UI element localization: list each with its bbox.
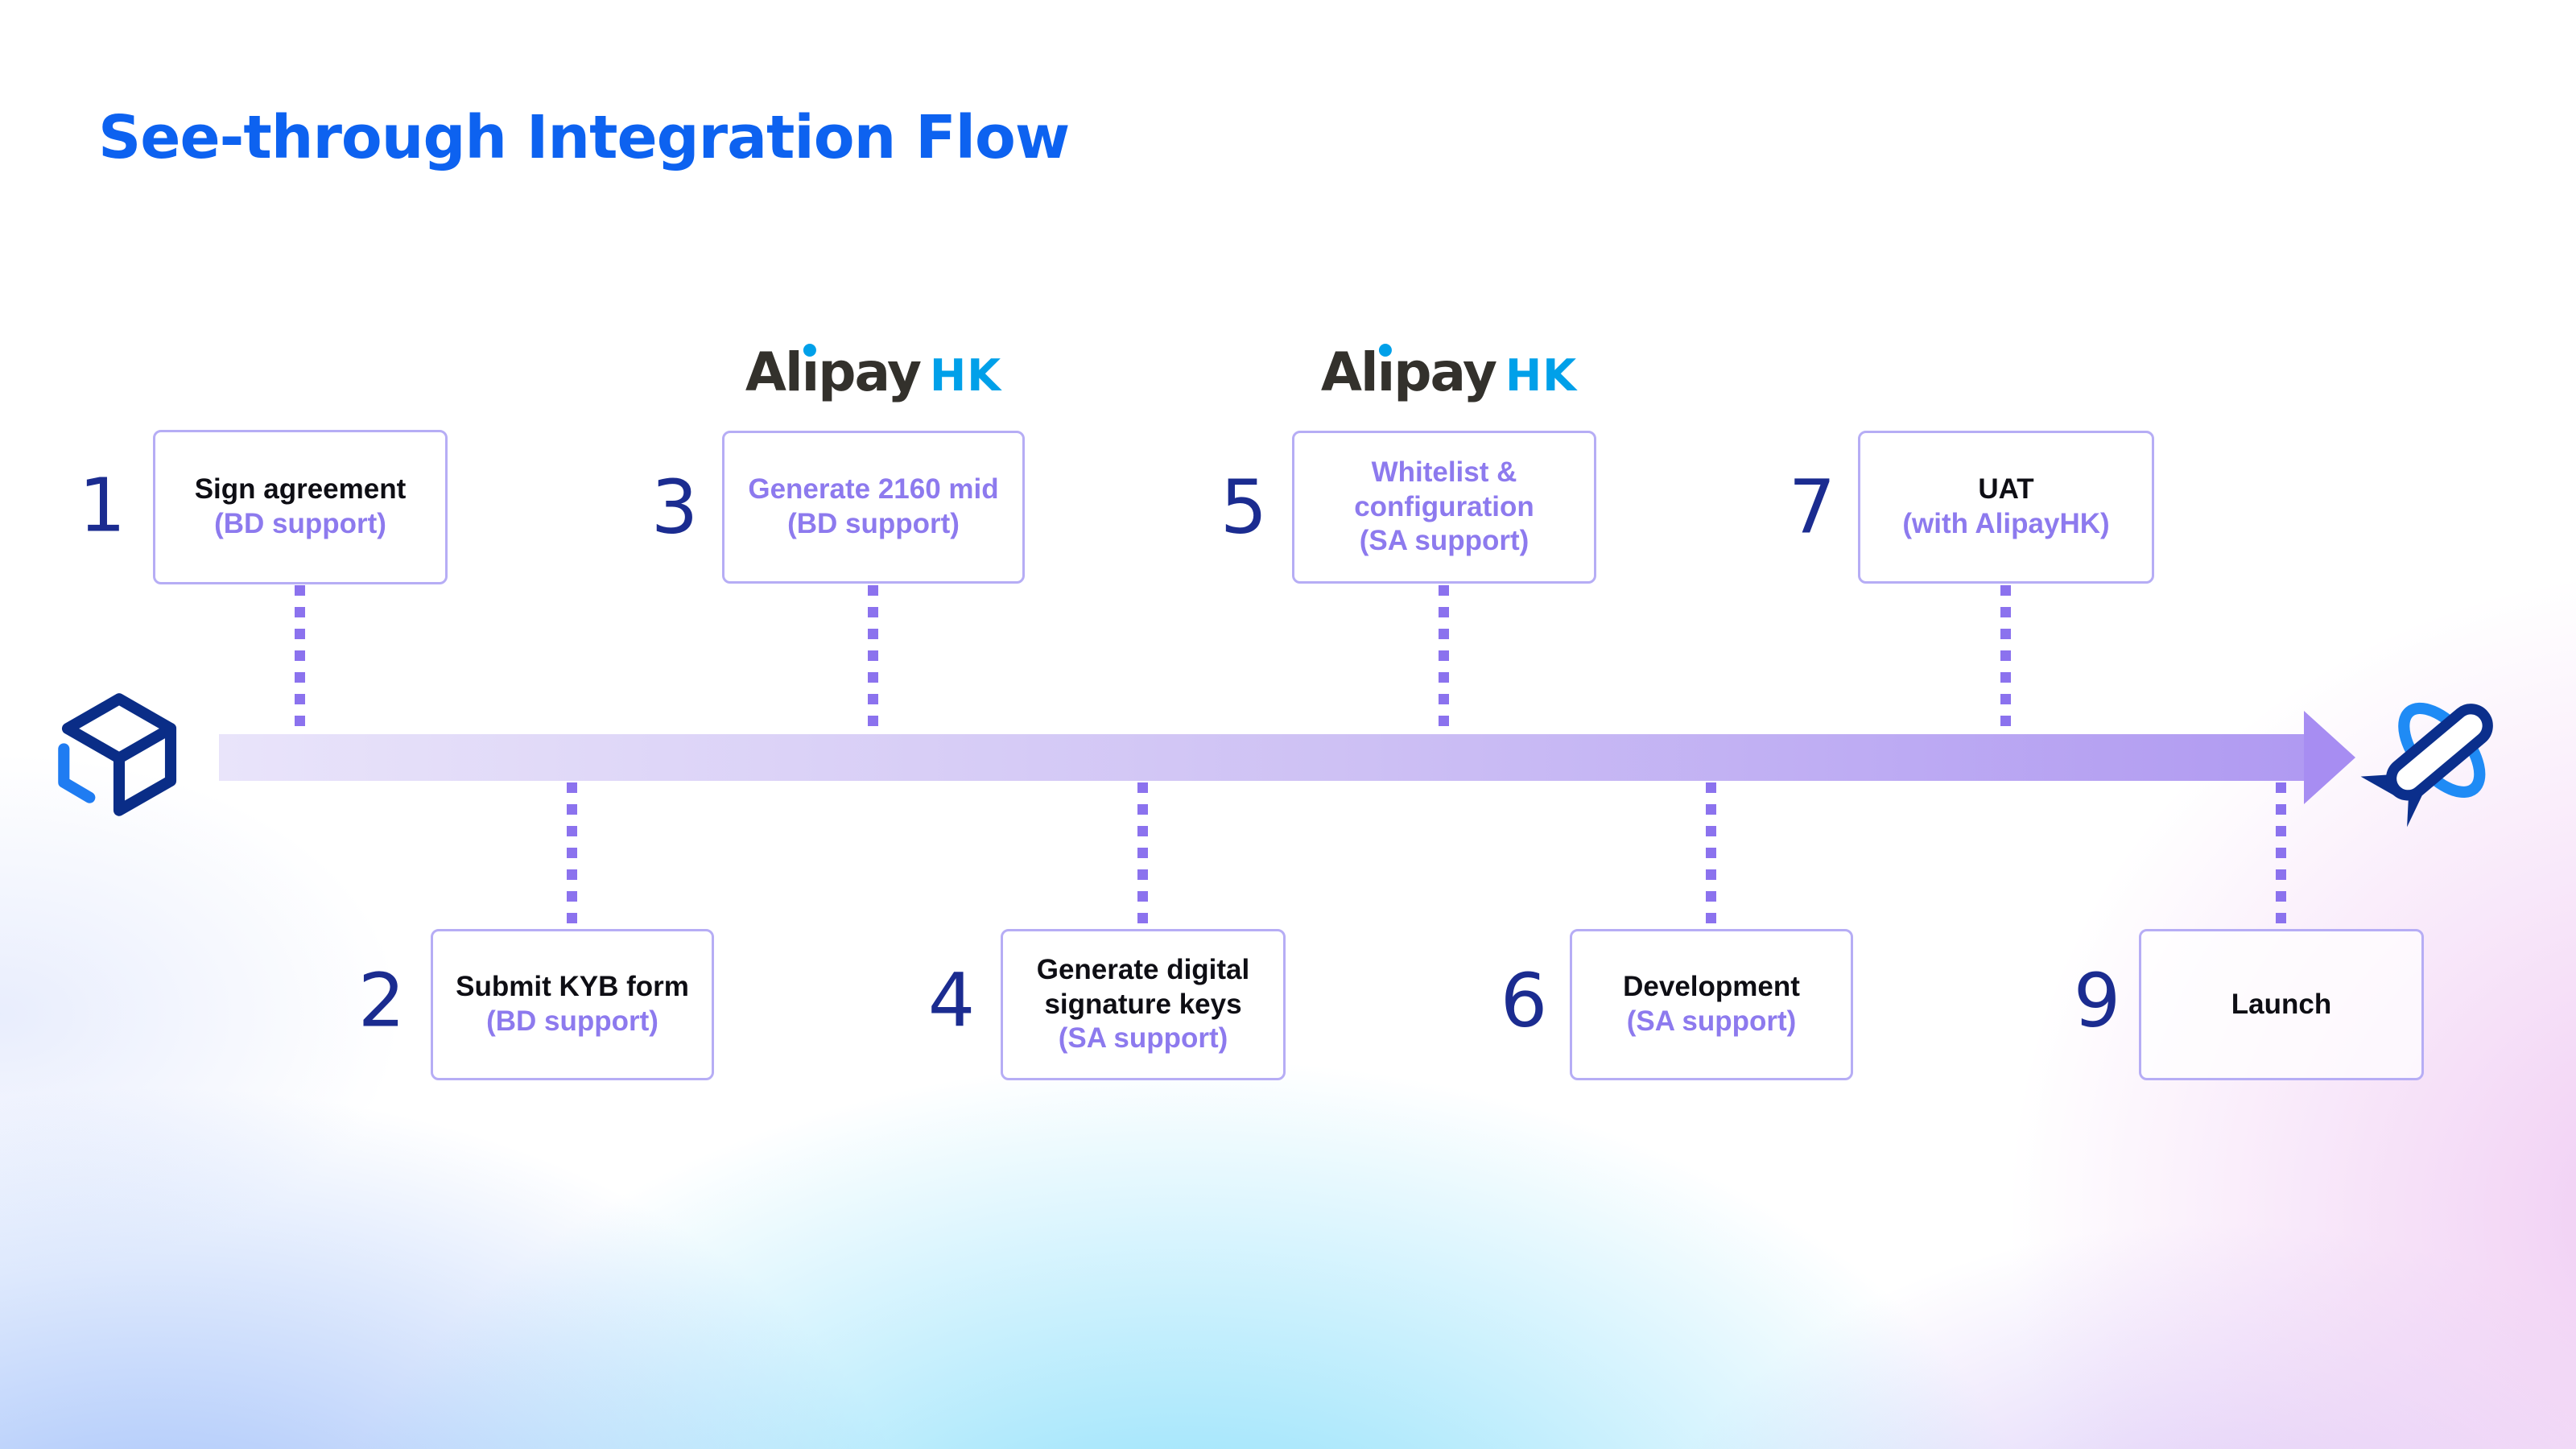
step-title: UAT	[1978, 473, 2034, 506]
timeline-arrowhead	[2304, 711, 2355, 804]
page-title: See-through Integration Flow	[98, 103, 1070, 172]
step-number-3: 3	[650, 464, 699, 551]
step-title: Generate digital signature keys	[1036, 953, 1250, 1020]
timeline-arrow-bar	[219, 734, 2306, 781]
step-title: Sign agreement	[194, 473, 407, 506]
step-box-signature-keys: Generate digital signature keys (SA supp…	[1001, 929, 1286, 1080]
step-title: Whitelist & configuration	[1354, 456, 1534, 522]
step-title: Generate 2160 mid	[748, 473, 999, 506]
cube-logo-icon	[58, 693, 177, 816]
step-box-launch: Launch	[2139, 929, 2424, 1080]
connector-step-4	[1137, 782, 1148, 927]
alipay-i-dot	[803, 344, 816, 357]
step-box-uat: UAT (with AlipayHK)	[1858, 431, 2154, 584]
step-number-9: 9	[2073, 957, 2121, 1044]
step-title: Launch	[2231, 988, 2332, 1020]
step-support: (BD support)	[787, 508, 960, 539]
connector-step-5	[1439, 585, 1449, 733]
airplane-icon	[2360, 702, 2493, 828]
step-box-generate-mid: Generate 2160 mid (BD support)	[722, 431, 1025, 584]
step-box-whitelist-configuration: Whitelist & configuration (SA support)	[1292, 431, 1596, 584]
alipay-hk-suffix: HK	[1505, 350, 1578, 401]
step-number-4: 4	[927, 957, 976, 1044]
step-number-1: 1	[78, 462, 126, 549]
step-support: (BD support)	[486, 1005, 658, 1037]
step-support: (with AlipayHK)	[1902, 508, 2110, 539]
alipay-hk-suffix: HK	[930, 350, 1002, 401]
step-number-6: 6	[1500, 957, 1548, 1044]
step-support: (SA support)	[1058, 1022, 1228, 1055]
connector-step-9	[2276, 782, 2286, 927]
connector-step-2	[567, 782, 577, 927]
connector-step-3	[868, 585, 878, 733]
step-box-submit-kyb: Submit KYB form (BD support)	[431, 929, 714, 1080]
step-support: (SA support)	[1359, 525, 1530, 557]
connector-step-7	[2000, 585, 2011, 733]
step-title: Submit KYB form	[456, 971, 689, 1003]
step-title: Development	[1623, 971, 1800, 1003]
step-number-7: 7	[1788, 464, 1836, 551]
step-box-sign-agreement: Sign agreement (BD support)	[153, 430, 448, 584]
alipay-i-dot	[1378, 344, 1392, 357]
step-box-development: Development (SA support)	[1570, 929, 1853, 1080]
connector-step-1	[295, 585, 305, 733]
step-number-5: 5	[1220, 464, 1268, 551]
step-support: (SA support)	[1626, 1005, 1797, 1037]
connector-step-6	[1706, 782, 1716, 927]
step-support: (BD support)	[214, 508, 386, 539]
step-number-2: 2	[357, 957, 406, 1044]
